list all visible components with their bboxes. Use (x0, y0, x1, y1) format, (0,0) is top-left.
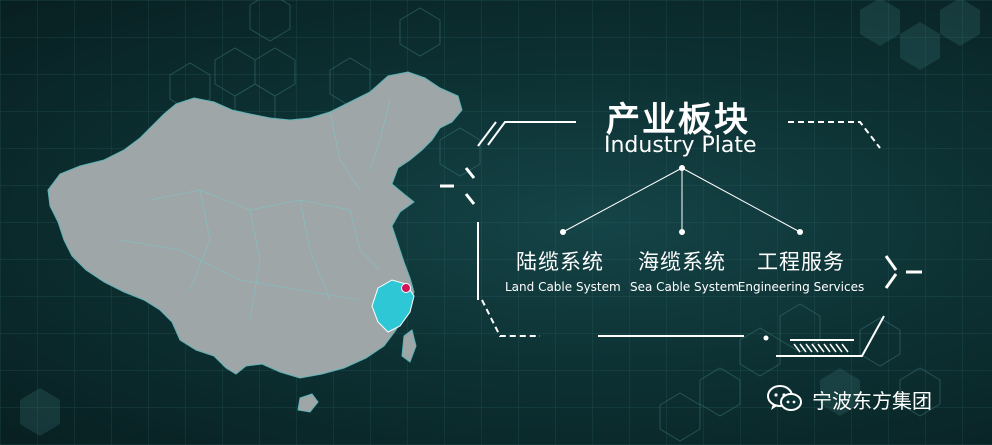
segment-label-en: Engineering Services (737, 280, 865, 294)
hainan-island (297, 393, 319, 413)
segment-label-cn: 陆缆系统 (516, 250, 604, 274)
taiwan-island (401, 329, 417, 363)
segment-engineering-services: 工程服务 Engineering Services (736, 246, 866, 294)
segment-land-cable: 陆缆系统 Land Cable System (505, 246, 621, 294)
title-chinese: 产业板块 (606, 100, 750, 140)
brand-name: 宁波东方集团 (812, 388, 932, 413)
segment-label-en: Sea Cable System (630, 280, 739, 294)
wechat-icon (767, 385, 802, 411)
ningbo-marker (401, 283, 411, 293)
wechat-watermark: 宁波东方集团 (766, 384, 932, 414)
segment-sea-cable: 海缆系统 Sea Cable System (630, 246, 739, 294)
segment-label-cn: 海缆系统 (638, 250, 726, 274)
china-mainland (47, 71, 463, 379)
title-english: Industry Plate (604, 133, 757, 158)
segment-label-cn: 工程服务 (757, 250, 845, 274)
segment-label-en: Land Cable System (505, 280, 621, 294)
zhejiang-region (371, 279, 415, 333)
